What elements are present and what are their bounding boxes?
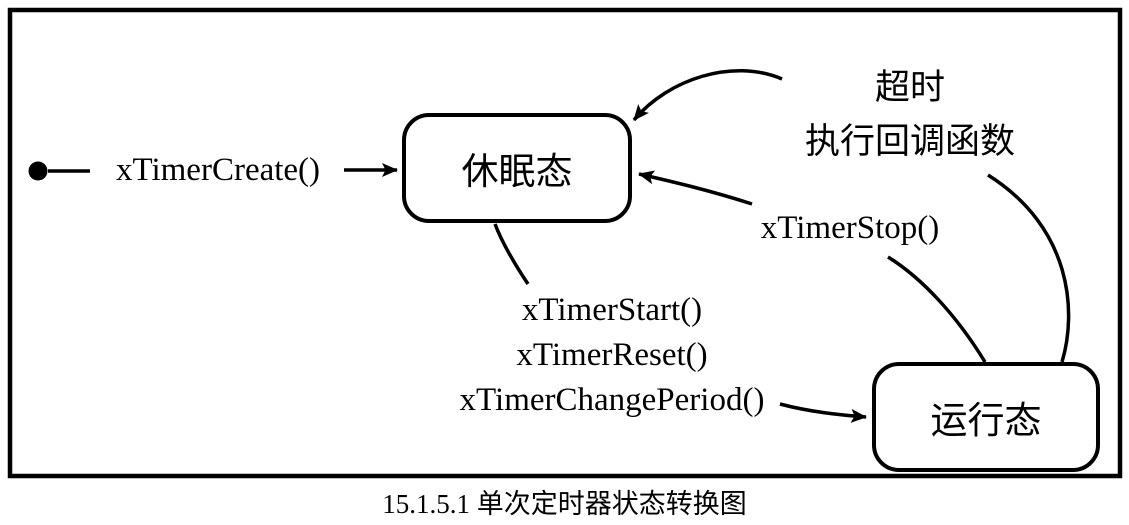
transition-start-label: xTimerStart() xTimerReset() xTimerChange… [432,288,792,423]
transition-timeout-arrow [632,69,783,122]
state-dormant-label: 休眠态 [461,152,573,193]
state-running-label: 运行态 [930,401,1042,442]
transition-start-leader [493,223,530,285]
transition-start-label-line1: xTimerStart() [521,292,703,328]
transition-start-arrow [779,402,867,423]
initial-state-dot [28,161,48,181]
state-dormant-box [402,113,632,223]
transition-timeout-leader [987,173,1071,363]
transition-stop-label: xTimerStop() [760,210,940,246]
transition-stop-leader [887,255,987,363]
transition-start-label-line2: xTimerReset() [516,337,708,373]
transition-start-label-line3: xTimerChangePeriod() [459,382,765,418]
transition-timeout-label: 超时 执行回调函数 [786,61,1034,169]
transition-timeout-label-line1: 超时 [874,68,945,107]
transition-timeout-label-line2: 执行回调函数 [804,122,1015,161]
state-running-box [872,362,1100,472]
figure-caption: 15.1.5.1 单次定时器状态转换图 [382,489,747,519]
transition-stop-arrow [638,170,753,206]
diagram-border [7,7,1123,479]
transition-create-label: xTimerCreate() [115,152,321,188]
